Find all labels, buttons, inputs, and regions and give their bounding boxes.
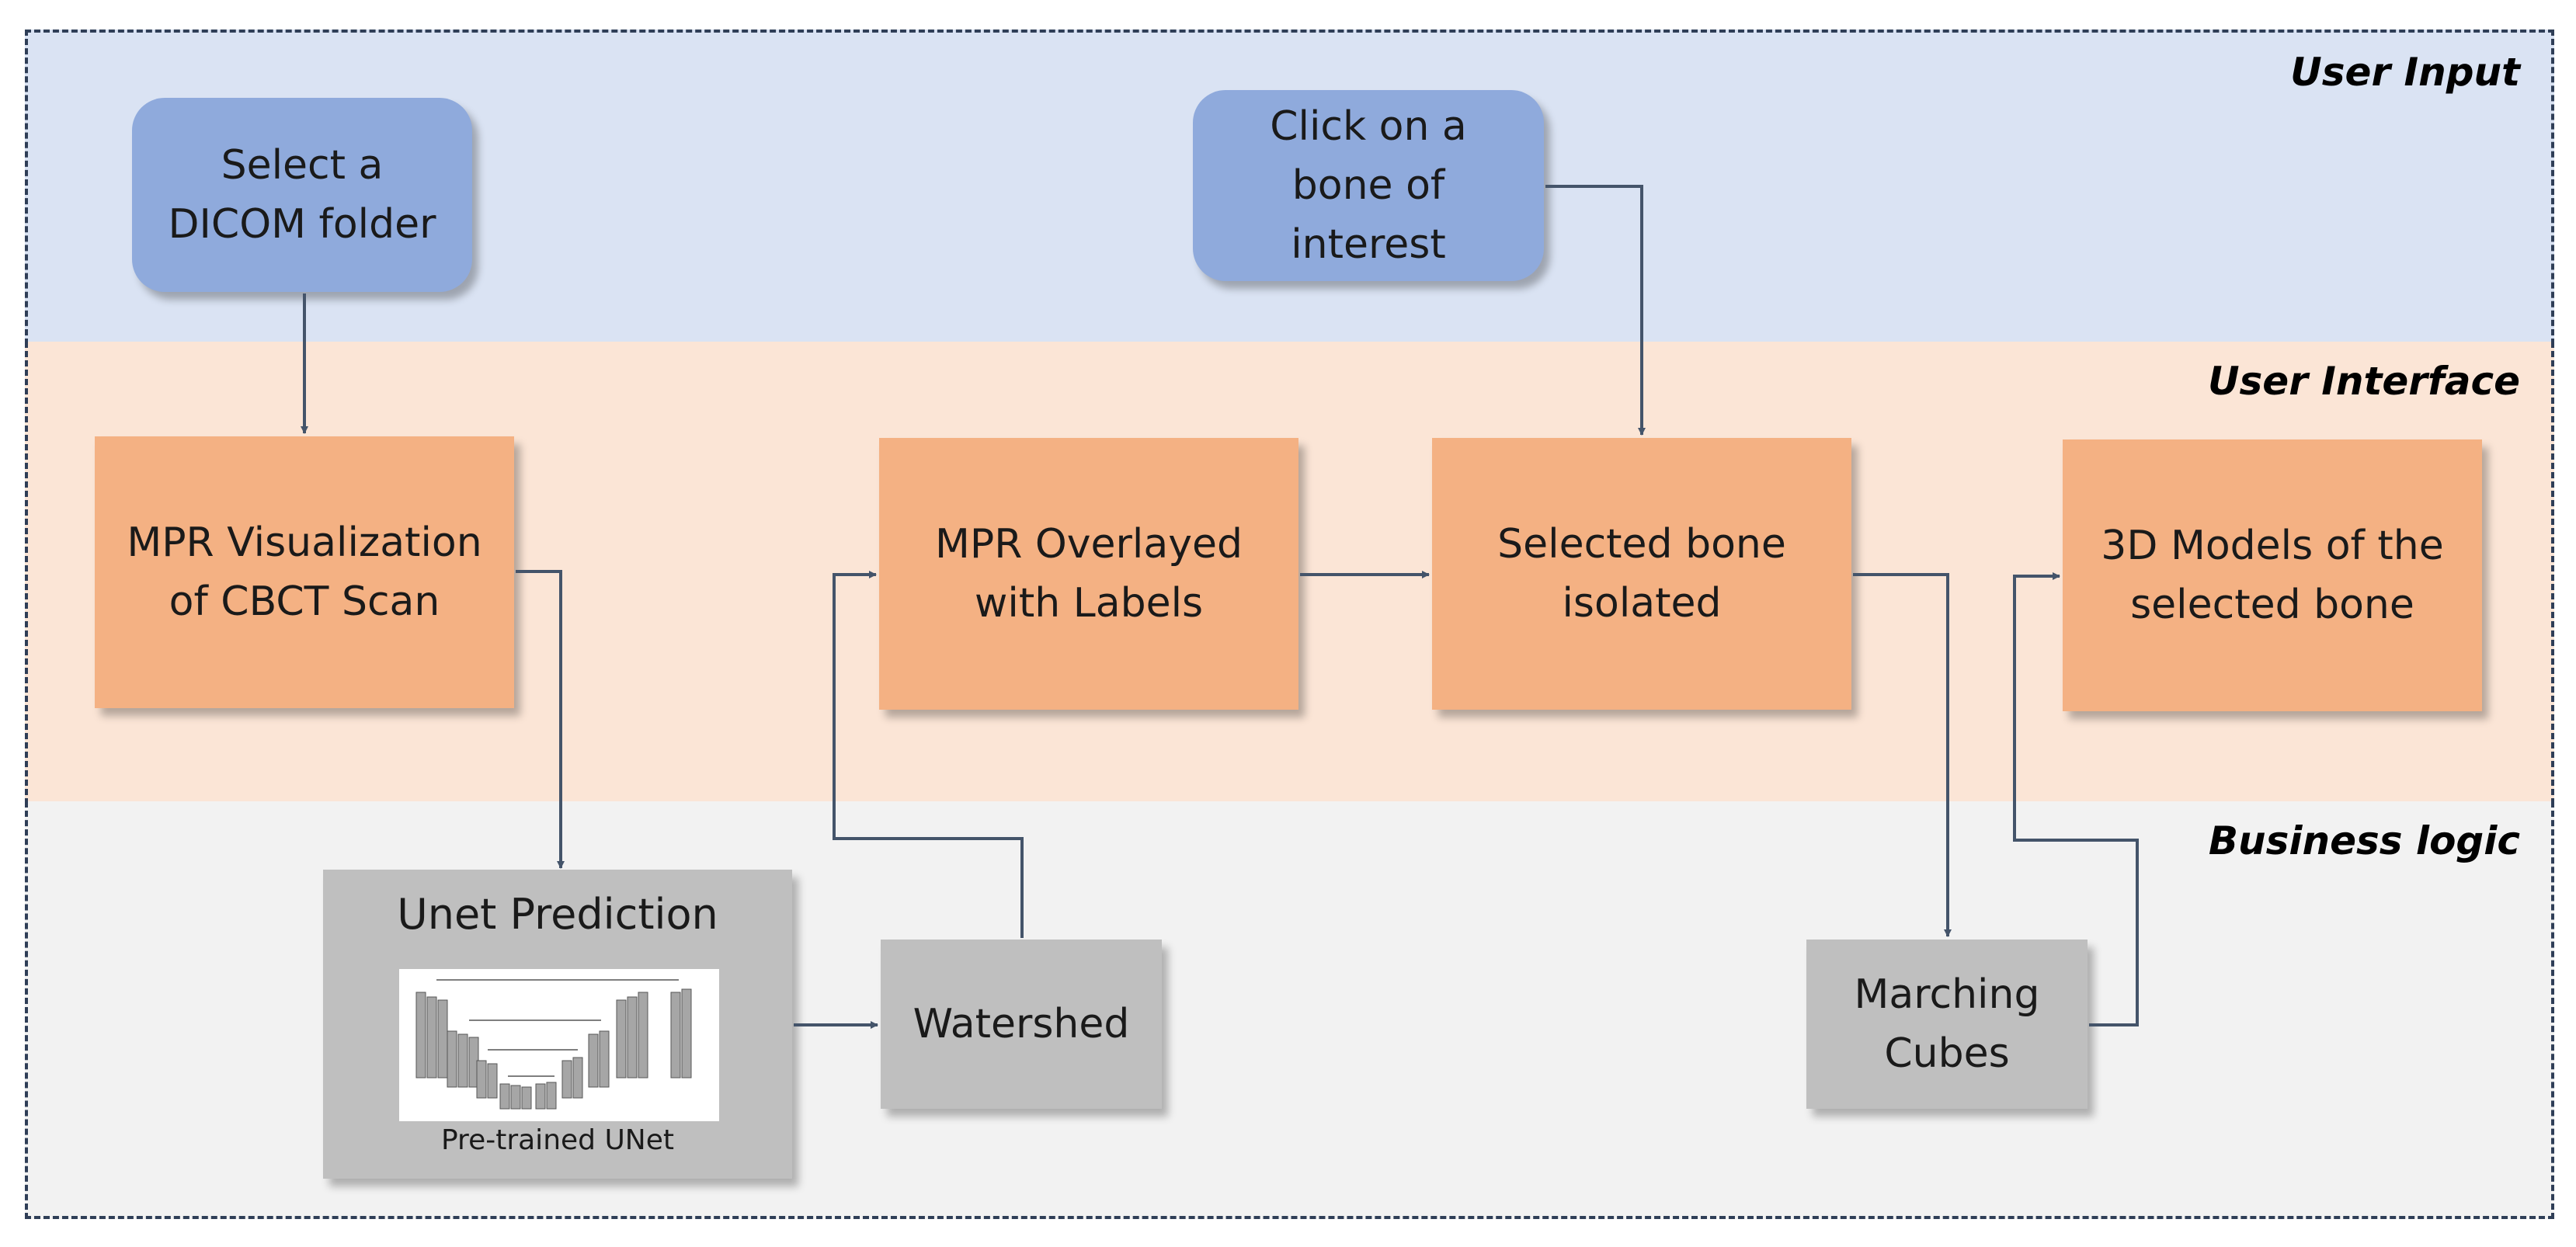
unet-architecture-diagram [415,979,692,1110]
node-click-bone-of-interest: Click on a bone of interest [1193,90,1544,281]
unet-caption: Pre-trained UNet [440,1124,674,1156]
edge-marching-to-models [2013,572,2139,1026]
node-mpr-overlayed-labels: MPR Overlayed with Labels [879,438,1298,710]
lane-title-user-input: User Input [2290,50,2520,95]
node-3d-models: 3D Models of the selected bone [2063,439,2482,711]
node-select-dicom-folder: Select a DICOM folder [132,98,472,292]
node-unet-prediction: Unet Prediction [323,870,792,1179]
unet-architecture-image [399,969,719,1121]
node-watershed: Watershed [881,940,1162,1109]
edge-click-to-selected [1545,185,1646,436]
node-selected-bone-isolated: Selected bone isolated [1432,438,1851,710]
edge-mpr-to-unet [516,570,565,869]
unet-title: Unet Prediction [397,890,718,939]
lane-title-business-logic: Business logic [2208,818,2520,863]
node-mpr-visualization: MPR Visualization of CBCT Scan [95,436,514,708]
lane-title-user-interface: User Interface [2207,359,2520,404]
node-marching-cubes: Marching Cubes [1806,940,2088,1109]
edge-watershed-to-overlay [833,571,1024,938]
edge-selected-to-marching [1853,573,1952,937]
